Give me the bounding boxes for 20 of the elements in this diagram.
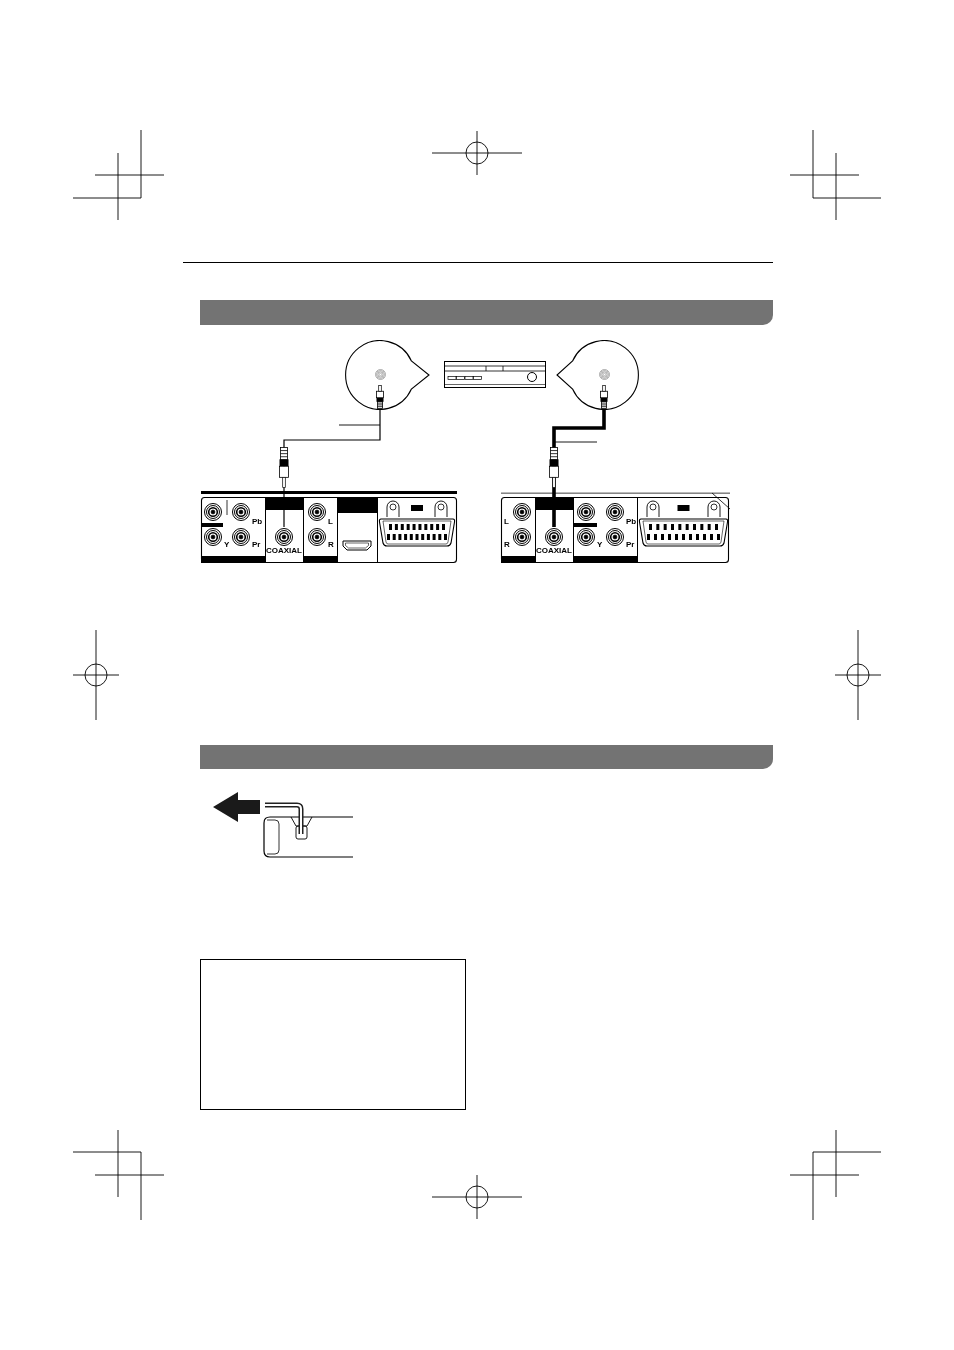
port-label: COAXIAL [536, 547, 572, 555]
port-label: Pb [626, 518, 637, 526]
cable [283, 408, 381, 528]
port-label: COAXIAL [266, 547, 302, 555]
rear-panel [500, 490, 731, 564]
cable [552, 409, 606, 527]
port-label: Pb [252, 518, 263, 526]
port-label: Y [224, 541, 230, 549]
port-label: L [504, 518, 509, 526]
port-label: L [328, 518, 333, 526]
port-label: Pr [626, 541, 635, 549]
rear-panel [200, 490, 458, 564]
port-label: R [504, 541, 510, 549]
note-box [200, 959, 466, 1110]
port-label: Pr [252, 541, 261, 549]
amplifier-drawing [444, 361, 546, 388]
callout-bubble [345, 340, 430, 410]
callout-bubble [556, 340, 639, 410]
port-label: Y [597, 541, 603, 549]
port-label: R [328, 541, 334, 549]
